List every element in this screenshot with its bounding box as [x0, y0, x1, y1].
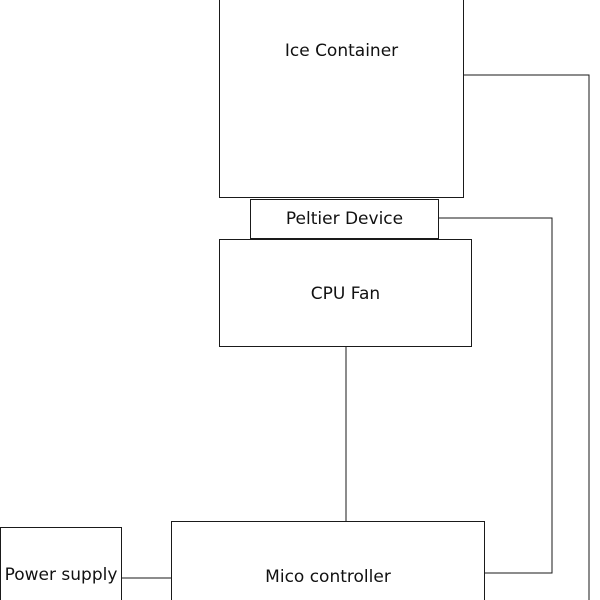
wire-ice-container-to-controller	[464, 74, 590, 600]
power-supply-label: Power supply	[4, 565, 118, 585]
ice-container-block: Ice Container	[219, 0, 464, 198]
wire-peltier-to-controller	[439, 217, 553, 574]
cpu-fan-block: CPU Fan	[219, 239, 472, 347]
peltier-device-block: Peltier Device	[250, 199, 439, 239]
mico-controller-label: Mico controller	[265, 567, 391, 587]
peltier-device-label: Peltier Device	[285, 209, 404, 229]
mico-controller-block: Mico controller	[171, 521, 485, 600]
ice-container-label: Ice Container	[284, 41, 399, 61]
power-supply-block: Power supply	[0, 527, 122, 600]
cpu-fan-label: CPU Fan	[310, 284, 381, 304]
